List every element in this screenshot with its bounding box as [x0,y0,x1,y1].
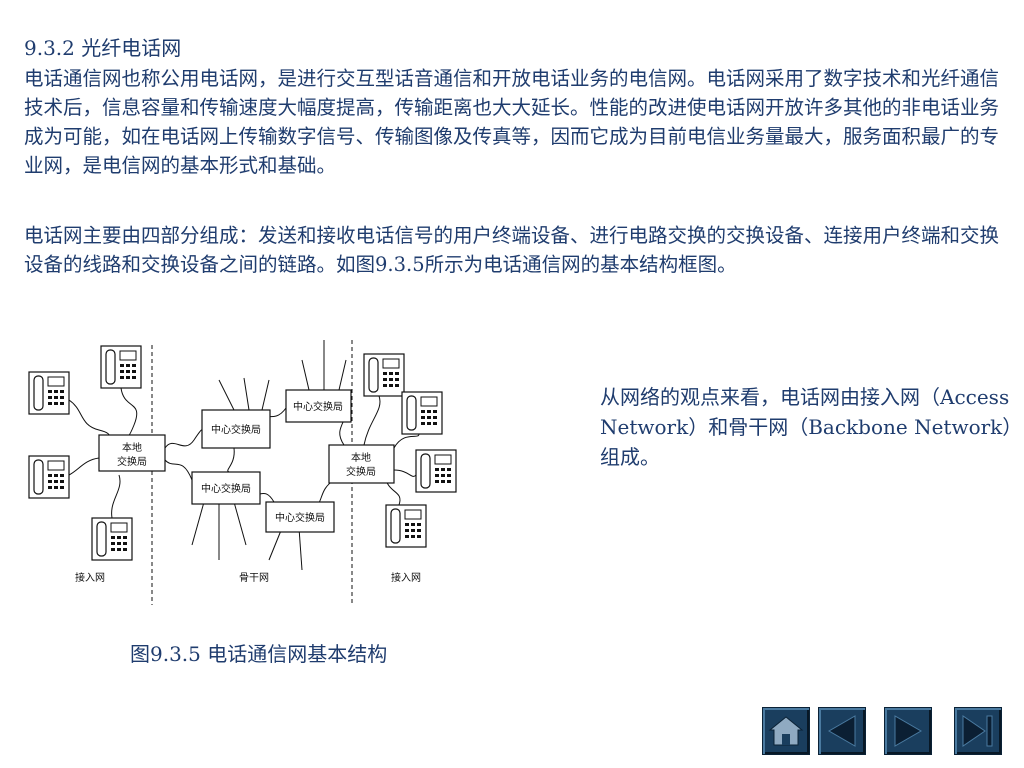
local-exchange-label: 本地 [122,441,142,454]
previous-button[interactable] [818,707,866,755]
central-exchange-label: 中心交换局 [293,400,343,413]
central-exchange-label: 中心交换局 [211,423,261,436]
home-button[interactable] [762,707,810,755]
local-exchange-label: 本地 [351,451,371,464]
section-heading: 9.3.2 光纤电话网 [24,36,182,60]
paragraph-components: 电话网主要由四部分组成：发送和接收电话信号的用户终端设备、进行电路交换的交换设备… [24,224,1000,276]
figure-caption: 图9.3.5 电话通信网基本结构 [130,642,388,666]
previous-icon [827,715,856,747]
side-note: 从网络的观点来看，电话网由接入网（Access Network）和骨干网（Bac… [600,385,1013,469]
home-icon [768,716,804,746]
central-exchange [265,501,335,533]
next-button[interactable] [884,707,932,755]
paragraph-intro: 电话通信网也称公用电话网，是进行交互型话音通信和开放电话业务的电信网。电话网采用… [24,67,1000,177]
next-icon [894,715,923,747]
telephone-icon [28,371,70,415]
central-exchange-label: 中心交换局 [201,482,251,495]
central-exchange [191,471,261,505]
local-exchange-label: 交换局 [346,465,376,478]
local-exchange-right [328,444,395,484]
network-diagram: 本地 交换局 中心交换局 中心交换局 中心交换局 中心交换局 本地 交换局 接入… [24,330,474,610]
central-exchange-label: 中心交换局 [275,511,325,524]
central-exchange [285,389,352,423]
local-exchange-label: 交换局 [117,455,147,468]
telephone-icon [363,353,405,397]
zone-label-access: 接入网 [391,571,421,584]
last-icon [962,715,993,747]
central-exchange [201,409,271,449]
telephone-icon [100,345,142,389]
telephone-icon [415,449,457,493]
telephone-icon [28,455,70,499]
last-button[interactable] [954,707,1002,755]
local-exchange-left [98,434,166,472]
telephone-icon [91,517,133,561]
zone-label-backbone: 骨干网 [239,572,269,584]
telephone-icon [401,391,443,435]
telephone-icon [385,504,427,548]
zone-label-access: 接入网 [75,571,105,584]
